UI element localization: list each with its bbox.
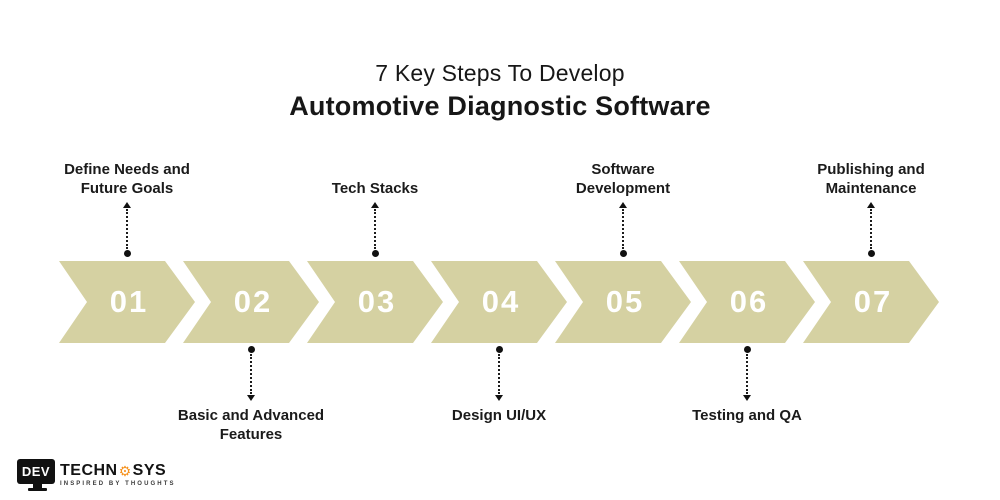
step-number: 07 (853, 284, 893, 319)
step-label-line: Define Needs and (64, 161, 190, 178)
dot-endpoint (743, 346, 751, 353)
brand-tagline: INSPIRED BY THOUGHTS (60, 480, 176, 487)
chevron-step-02: 02 (183, 261, 319, 343)
step-number: 06 (729, 284, 769, 319)
monitor-icon: DEV (17, 459, 57, 491)
monitor-screen: DEV (17, 459, 55, 484)
step-label-line: Tech Stacks (331, 179, 419, 197)
arrowhead-up-icon (371, 202, 379, 208)
title-line2: Automotive Diagnostic Software (289, 91, 711, 121)
step-label-line: Testing and QA (692, 407, 802, 424)
dot-endpoint (123, 250, 131, 257)
step-label-line: Software (591, 161, 655, 178)
step-number: 05 (605, 284, 645, 319)
connector-03 (370, 202, 380, 257)
step-number: 04 (481, 284, 521, 319)
logo-monitor-text: DEV (21, 464, 51, 479)
chevron-step-04: 04 (431, 261, 567, 343)
step-label-line: Future Goals (80, 179, 174, 197)
arrowhead-down-icon (247, 395, 255, 401)
connector-02 (246, 346, 256, 401)
brand-logo: DEV TECHN ⚙ SYS INSPIRED BY THOUGHTS (17, 459, 176, 491)
connector-07 (866, 202, 876, 257)
dot-endpoint (619, 250, 627, 257)
step-number: 01 (109, 284, 149, 319)
step-number: 02 (233, 284, 273, 319)
arrowhead-up-icon (619, 202, 627, 208)
step-label-04: Design UI/UX (389, 407, 609, 426)
gear-icon: ⚙ (118, 462, 132, 479)
step-number: 03 (357, 284, 397, 319)
dot-endpoint (371, 250, 379, 257)
dotted-line (374, 209, 376, 249)
brand-name: TECHN ⚙ SYS (60, 462, 176, 479)
step-label-line: Development (575, 179, 671, 197)
dot-endpoint (495, 346, 503, 353)
chevron-step-07: 07 (803, 261, 939, 343)
dotted-line (250, 354, 252, 394)
dotted-line (498, 354, 500, 394)
chevron-step-05: 05 (555, 261, 691, 343)
step-label-line: Maintenance (825, 179, 917, 197)
connector-04 (494, 346, 504, 401)
step-label-line: Basic and Advanced (177, 407, 325, 424)
step-label-line: Features (219, 425, 283, 443)
step-label-line: Publishing and (817, 161, 925, 178)
chevron-step-06: 06 (679, 261, 815, 343)
chevron-step-03: 03 (307, 261, 443, 343)
dotted-line (622, 209, 624, 249)
connector-05 (618, 202, 628, 257)
monitor-stand (32, 484, 42, 488)
arrowhead-down-icon (743, 395, 751, 401)
dotted-line (126, 209, 128, 249)
chevron-step-01: 01 (59, 261, 195, 343)
page-title: 7 Key Steps To Develop Automotive Diagno… (0, 60, 1000, 122)
title-line1: 7 Key Steps To Develop (375, 60, 625, 86)
step-label-03: Tech Stacks (265, 180, 485, 199)
dotted-line (746, 354, 748, 394)
dot-endpoint (867, 250, 875, 257)
connector-06 (742, 346, 752, 401)
arrowhead-up-icon (123, 202, 131, 208)
step-label-line: Design UI/UX (451, 407, 547, 424)
dotted-line (870, 209, 872, 249)
dot-endpoint (247, 346, 255, 353)
brand-name-left: TECHN (60, 462, 118, 479)
brand-name-right: SYS (132, 462, 167, 479)
brand-text-block: TECHN ⚙ SYS INSPIRED BY THOUGHTS (60, 459, 176, 487)
arrowhead-up-icon (867, 202, 875, 208)
step-label-06: Testing and QA (637, 407, 857, 426)
monitor-base (27, 488, 47, 491)
arrowhead-down-icon (495, 395, 503, 401)
connector-01 (122, 202, 132, 257)
